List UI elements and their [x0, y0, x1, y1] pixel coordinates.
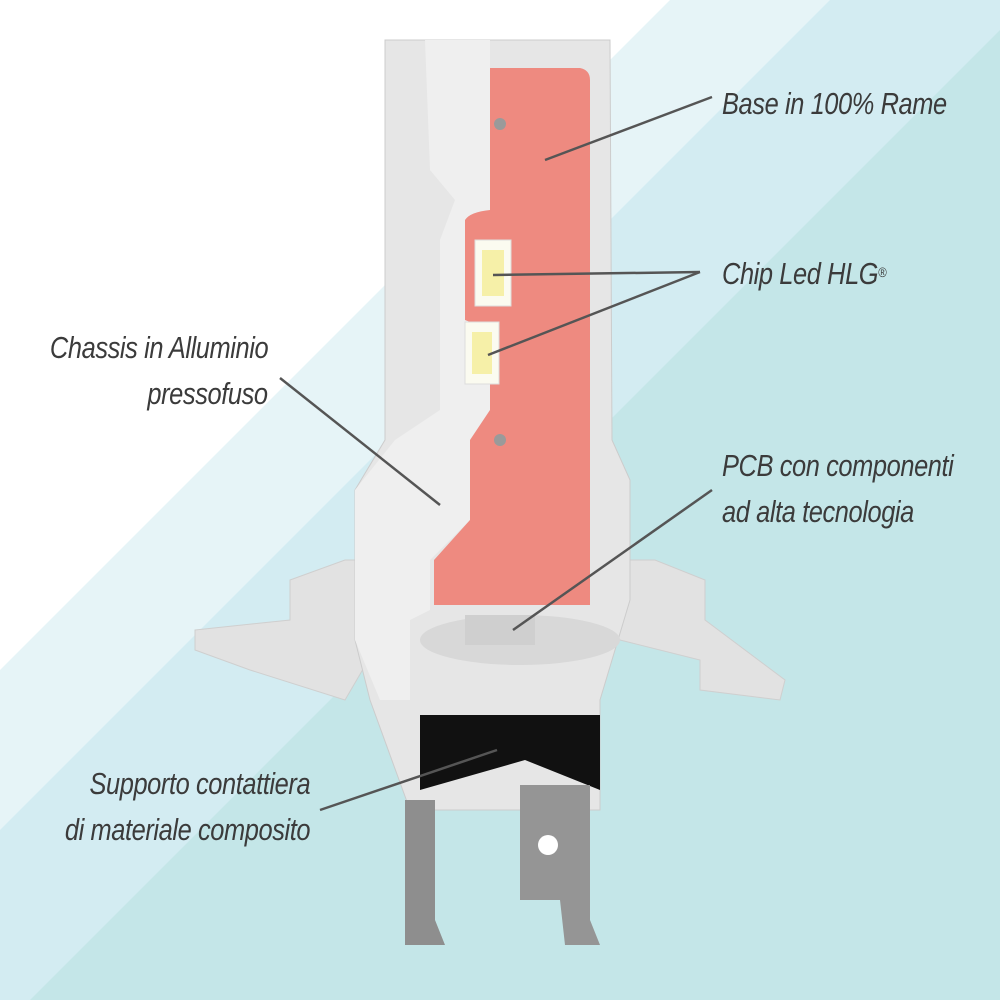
label-chassis-line1: Chassis in Alluminio — [49, 330, 269, 365]
composite-support — [420, 715, 600, 790]
copper-base — [434, 68, 590, 605]
pin-hole — [538, 835, 558, 855]
leader-line-base — [544, 95, 713, 162]
label-chip-text: Chip Led HLG — [722, 256, 879, 291]
pcb-component — [465, 615, 535, 645]
label-chassis-line2: pressofuso — [147, 376, 269, 411]
h7-led-bulb — [194, 39, 786, 945]
connector-pin — [405, 800, 445, 945]
screw — [494, 434, 506, 446]
led-chip-emitter — [472, 332, 492, 374]
leader-line-chassis — [279, 377, 441, 506]
leader-line-pcb — [512, 488, 713, 632]
leader-line-chip-2 — [487, 270, 701, 357]
chassis-cut-face — [355, 40, 490, 700]
registered-mark: ® — [878, 264, 887, 280]
label-support-line1: Supporto contattiera — [89, 766, 310, 801]
screw — [494, 118, 506, 130]
connector-pin — [520, 785, 600, 945]
leader-line-chip-1 — [492, 270, 701, 277]
leader-lines — [279, 95, 713, 812]
label-support-line2: di materiale composito — [64, 812, 311, 847]
label-pcb-line2: ad alta tecnologia — [722, 494, 914, 529]
label-chip: Chip Led HLG® — [722, 254, 887, 294]
leader-line-support — [319, 748, 498, 812]
label-base: Base in 100% Rame — [722, 86, 947, 121]
led-chip-emitter — [482, 250, 504, 296]
label-pcb-line1: PCB con componenti — [722, 448, 954, 483]
